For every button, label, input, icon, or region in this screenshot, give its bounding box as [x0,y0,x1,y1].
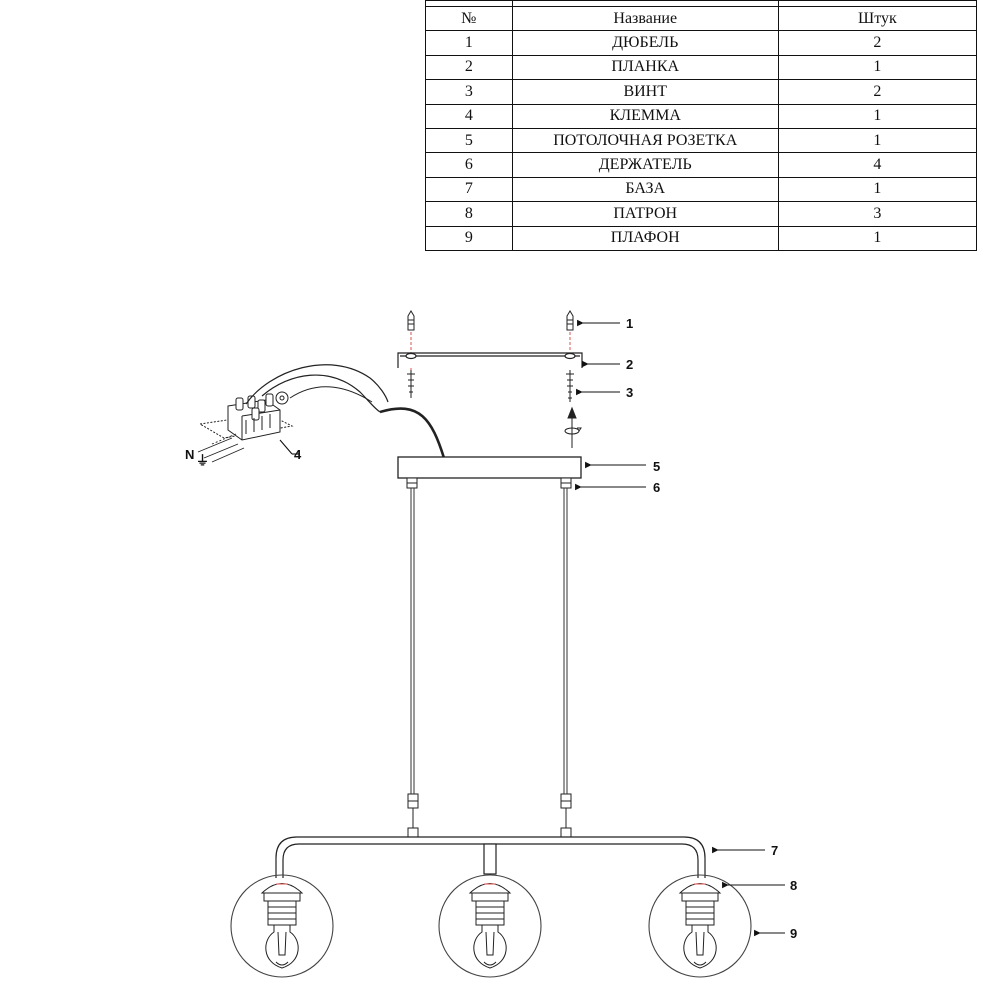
row-number: 5 [425,127,513,154]
row-quantity: 1 [777,54,978,81]
ground-terminal-icon: ⏚ [196,453,209,468]
header-quantity: Штук [777,5,978,32]
callout-1: 1 [626,316,633,331]
row-quantity: 4 [777,152,978,178]
callout-8: 8 [790,878,797,893]
cable-grip-left [407,793,419,838]
callout-5: 5 [653,459,660,474]
glass-shade-left [230,874,334,978]
row-number: 1 [425,30,513,56]
suspension-cable-right [563,488,568,794]
callout-2: 2 [626,357,633,372]
row-name: ДЮБЕЛЬ [511,30,779,56]
row-number: 9 [425,225,513,251]
row-name: ПЛАФОН [511,225,779,251]
input-wires [197,433,245,463]
suspension-cable-left [410,488,415,794]
callout-4: 4 [294,447,302,462]
lamp-center [438,874,542,978]
row-quantity: 1 [777,127,978,154]
table-header-row: № Название Штук [425,5,978,32]
wall-plug-right [566,310,574,331]
socket-right [678,883,722,926]
row-number: 4 [425,103,513,129]
mounting-bar [397,352,583,368]
callout-9: 9 [790,926,797,941]
leader-4 [279,439,293,455]
row-quantity: 1 [777,225,978,251]
holder-right [560,477,572,489]
terminal-block [198,391,294,441]
callout-3: 3 [626,385,633,400]
bulb-left [265,925,299,969]
wall-plug-left [407,310,415,331]
holder-left [406,477,418,489]
rotate-arrow-icon [564,406,582,448]
base-frame [275,836,706,878]
lamp-right [648,874,752,978]
callout-6: 6 [653,480,660,495]
row-name: КЛЕММА [511,103,779,129]
callout-leaders [279,319,785,937]
lamp-left [230,874,334,978]
screw-left [407,370,415,398]
row-name: БАЗА [511,176,779,203]
glass-shade-right [648,874,752,978]
row-name: ПАТРОН [511,201,779,227]
row-name: ДЕРЖАТЕЛЬ [511,152,779,178]
callout-7: 7 [771,843,778,858]
bulb-right [683,925,717,969]
socket-left [260,883,304,926]
row-name: ВИНТ [511,79,779,105]
cable-grip-right [560,793,572,838]
row-quantity: 1 [777,103,978,129]
wire-harness [245,364,446,459]
bulb-center [473,925,507,969]
neutral-terminal-label: N [185,447,194,462]
socket-center [468,883,512,926]
ceiling-canopy [397,456,582,479]
row-number: 3 [425,79,513,105]
row-name: ПЛАНКА [511,54,779,81]
screw-right [566,370,574,402]
glass-shade-center [438,874,542,978]
row-number: 8 [425,201,513,227]
row-quantity: 2 [777,30,978,56]
row-quantity: 2 [777,79,978,105]
header-name: Название [511,5,779,32]
